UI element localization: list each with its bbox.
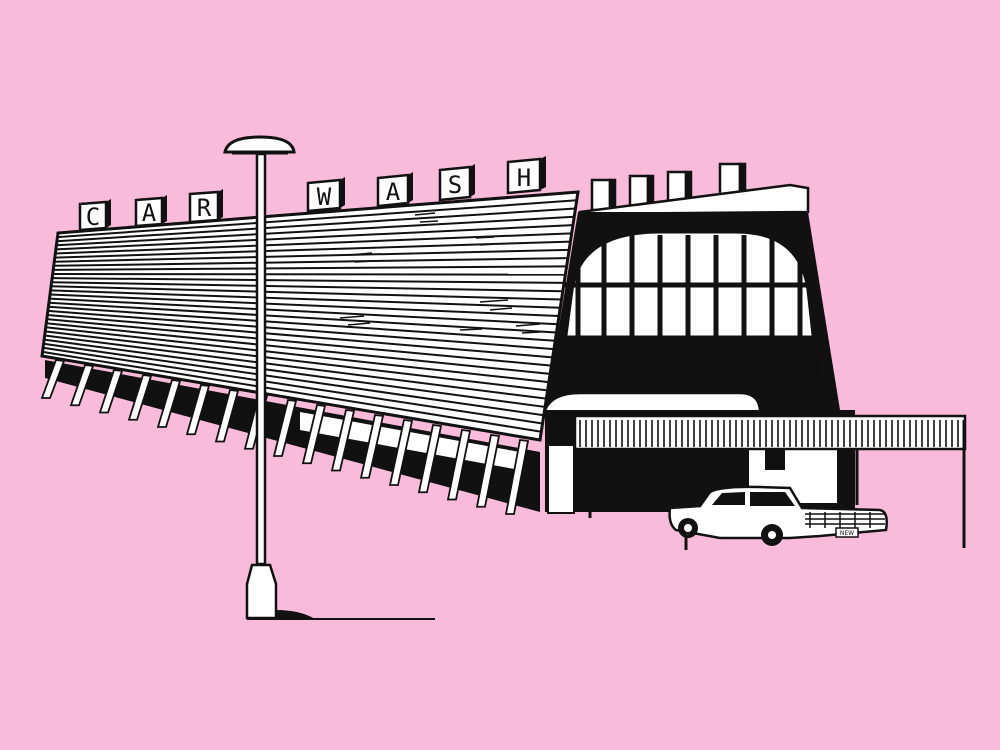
sign-letter-box: A xyxy=(376,172,413,208)
sign-letter-box: A xyxy=(134,195,167,228)
sign-letter-box: S xyxy=(438,164,475,202)
slatted-facade xyxy=(40,190,580,442)
sign-letter: H xyxy=(517,164,531,192)
sign-letter-box: H xyxy=(506,156,546,195)
sign-letter: A xyxy=(142,199,157,227)
facade-struts xyxy=(40,359,530,515)
sign-letter-box: W xyxy=(306,177,345,213)
vintage-car: NEW xyxy=(668,485,888,546)
license-plate: NEW xyxy=(840,530,854,537)
sign-letter-box: C xyxy=(78,199,111,232)
sign-letter: W xyxy=(317,183,332,211)
car-wash-sign: C A R W A S xyxy=(78,156,546,232)
sign-letter: C xyxy=(86,203,100,231)
street-lamp xyxy=(223,135,435,620)
pavilion-building xyxy=(543,162,855,514)
sign-letter: R xyxy=(197,194,212,222)
sign-letter-box: R xyxy=(188,189,223,224)
canopy xyxy=(573,414,967,550)
sign-letter: A xyxy=(386,178,401,206)
sign-letter: S xyxy=(448,171,462,199)
